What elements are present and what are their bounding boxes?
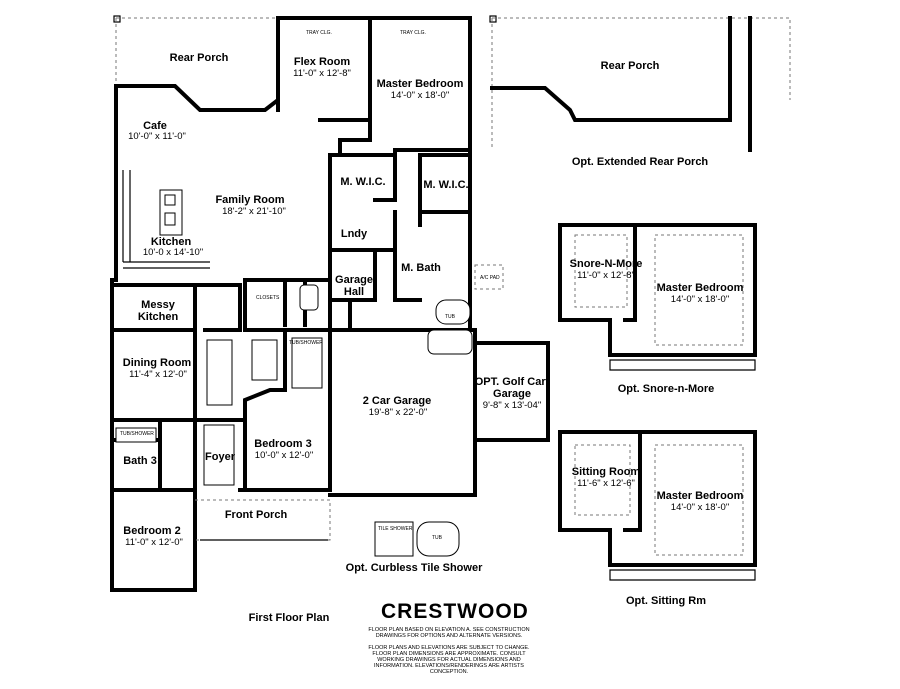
mwic-right-label: M. W.I.C. xyxy=(423,179,469,191)
laundry-label: Lndy xyxy=(340,228,368,240)
flex-room-dims: 11'-0" x 12'-8" xyxy=(293,68,351,79)
cafe-label: Cafe xyxy=(143,120,167,132)
rear-porch-label: Rear Porch xyxy=(169,52,229,64)
master-bedroom-label: Master Bedroom xyxy=(376,78,464,90)
plan-title: CRESTWOOD xyxy=(381,600,529,623)
golf-cart-garage-label: OPT. Golf Cart Garage xyxy=(474,376,550,400)
note-line-1: FLOOR PLAN BASED ON ELEVATION A. SEE CON… xyxy=(368,627,530,633)
snore-n-more-label: Snore-N-More xyxy=(569,258,643,270)
note-line-4: FLOOR PLAN DIMENSIONS ARE APPROXIMATE. C… xyxy=(372,651,526,657)
opt-rear-porch-drawing xyxy=(489,15,791,152)
sitting-master-dims: 14'-0" x 18'-0" xyxy=(670,502,730,513)
sitting-master-label: Master Bedroom xyxy=(656,490,744,502)
dining-room-label: Dining Room xyxy=(122,357,192,369)
main-plan-walls xyxy=(110,15,550,592)
flex-room-label: Flex Room xyxy=(293,56,351,68)
opt-snore-n-more-drawing xyxy=(558,223,757,371)
opt-tub-label: TUB xyxy=(432,535,442,541)
bedroom3-dims: 10'-0" x 12'-0" xyxy=(254,450,314,461)
tub-shower-label: TUB/SHOWER xyxy=(120,431,154,437)
note-line-3: FLOOR PLANS AND ELEVATIONS ARE SUBJECT T… xyxy=(368,645,530,651)
front-porch-label: Front Porch xyxy=(224,509,288,521)
floor-plan-label: First Floor Plan xyxy=(248,612,330,624)
sitting-room-dims: 11'-6" x 12'-6" xyxy=(577,478,635,489)
opt-snore-n-more-caption: Opt. Snore-n-More xyxy=(617,383,715,395)
closets-label: CLOSETS xyxy=(256,295,280,301)
tub-shower-label-2: TUB/SHOWER xyxy=(289,340,323,346)
note-line-5: WORKING DRAWINGS FOR ACTUAL DIMENSIONS A… xyxy=(377,657,521,663)
master-bedroom-dims: 14'-0" x 18'-0" xyxy=(390,90,450,101)
bath3-label: Bath 3 xyxy=(123,455,157,467)
note-line-7: CONCEPTION. xyxy=(429,669,469,675)
opt-sitting-room-drawing xyxy=(558,430,757,581)
bedroom2-dims: 11'-0" x 12'-0" xyxy=(125,537,183,548)
foyer-label: Foyer xyxy=(205,451,235,463)
opt-sitting-room-caption: Opt. Sitting Rm xyxy=(625,595,707,607)
note-line-2: DRAWINGS FOR OPTIONS AND ALTERNATE VERSI… xyxy=(375,633,523,639)
family-room-label: Family Room xyxy=(215,194,285,206)
tub-label: TUB xyxy=(445,314,455,320)
bedroom3-label: Bedroom 3 xyxy=(254,438,312,450)
family-room-dims: 18'-2" x 21'-10" xyxy=(222,206,286,217)
sitting-room-label: Sitting Room xyxy=(571,466,641,478)
two-car-garage-dims: 19'-8" x 22'-0" xyxy=(368,407,428,418)
ac-pad-label: A/C PAD xyxy=(480,275,500,281)
bedroom2-label: Bedroom 2 xyxy=(123,525,181,537)
two-car-garage-label: 2 Car Garage xyxy=(362,395,432,407)
garage-hall-label: Garage Hall xyxy=(335,274,373,298)
snore-master-label: Master Bedroom xyxy=(656,282,744,294)
kitchen-label: Kitchen xyxy=(150,236,192,248)
dining-room-dims: 11'-4" x 12'-0" xyxy=(129,369,187,380)
kitchen-dims: 10'-0 x 14'-10" xyxy=(142,247,204,258)
tile-shower-label: TILE SHOWER xyxy=(378,526,413,532)
snore-n-more-dims: 11'-0" x 12'-8" xyxy=(577,270,635,281)
golf-cart-garage-dims: 9'-8" x 13'-04" xyxy=(482,400,542,411)
snore-master-dims: 14'-0" x 18'-0" xyxy=(670,294,730,305)
mwic-left-label: M. W.I.C. xyxy=(340,176,386,188)
opt-curbless-shower-caption: Opt. Curbless Tile Shower xyxy=(345,562,483,574)
master-bath-label: M. Bath xyxy=(401,262,441,274)
opt-rear-porch-label: Rear Porch xyxy=(600,60,660,72)
tray-clg-note-2: TRAY CLG. xyxy=(400,30,426,36)
cafe-dims: 10'-0" x 11'-0" xyxy=(128,131,186,142)
tray-clg-note: TRAY CLG. xyxy=(306,30,332,36)
opt-rear-porch-caption: Opt. Extended Rear Porch xyxy=(571,156,709,168)
messy-kitchen-label: Messy Kitchen xyxy=(137,299,179,323)
note-line-6: INFORMATION. ELEVATIONS/RENDERINGS ARE A… xyxy=(374,663,524,669)
